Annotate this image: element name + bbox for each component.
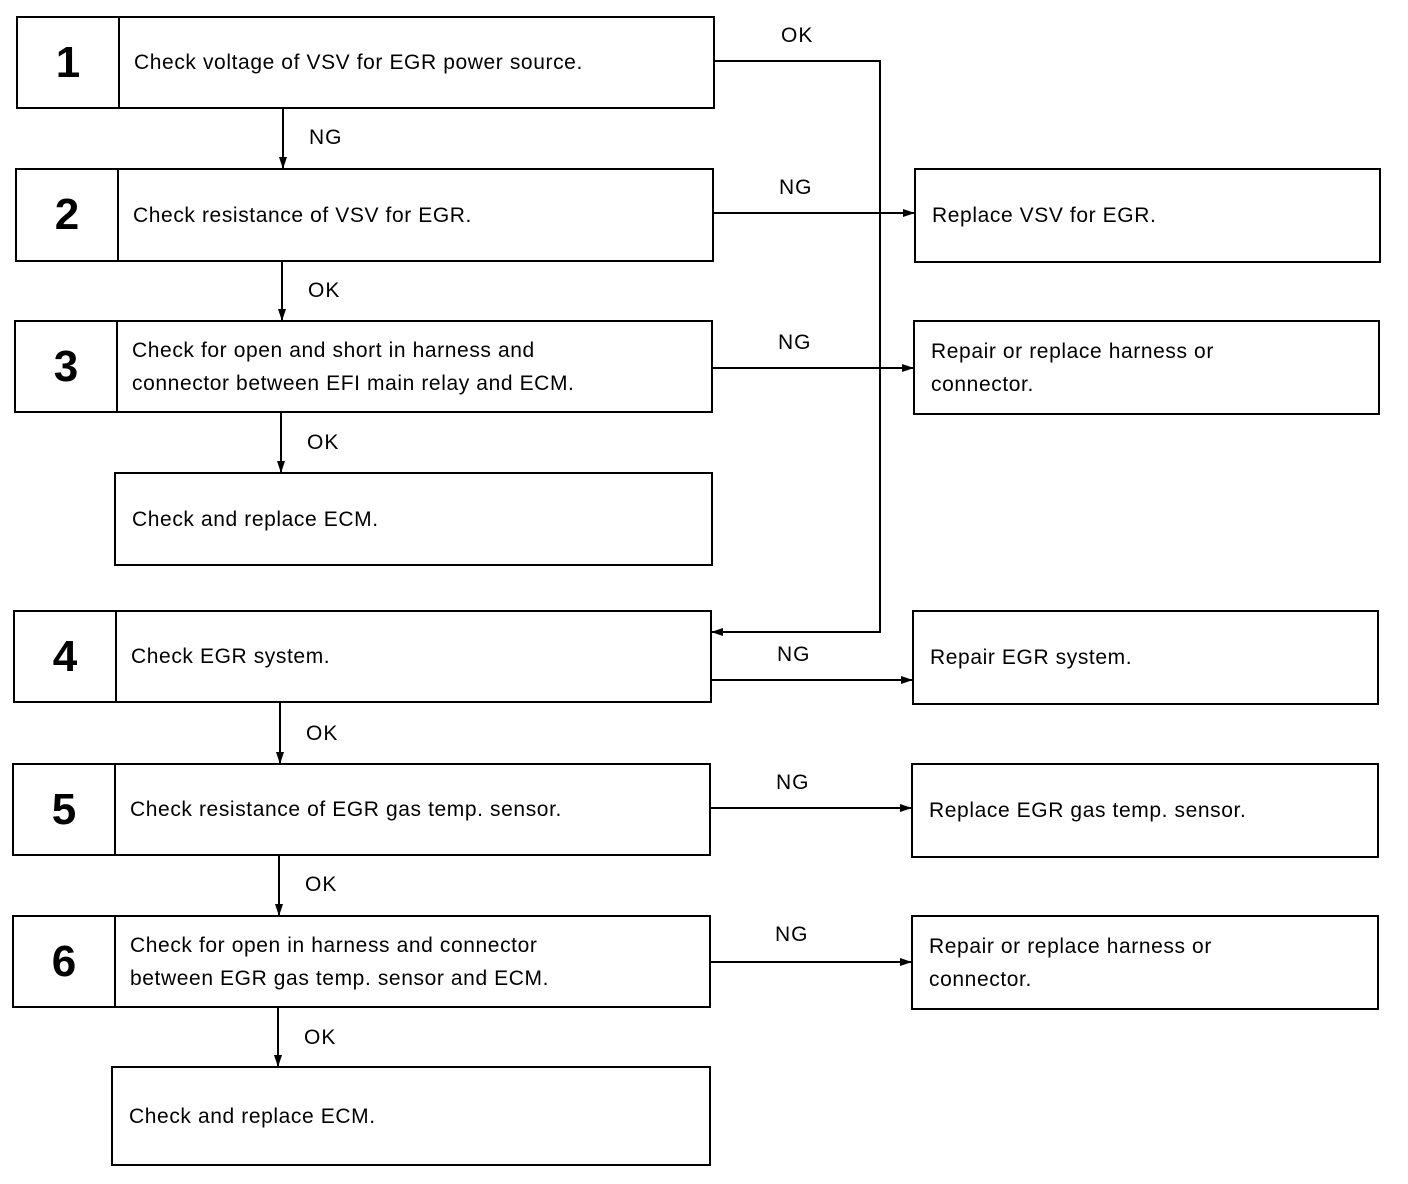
label-s4-ok: OK: [306, 722, 339, 745]
label-s4-ng: NG: [777, 643, 811, 666]
result-text: Replace EGR gas temp. sensor.: [929, 799, 1247, 822]
step-number: 4: [15, 612, 117, 701]
result-box-1: Replace VSV for EGR.: [914, 168, 1381, 263]
step-2-box: 2 Check resistance of VSV for EGR.: [15, 168, 714, 262]
label-s5-ok: OK: [305, 873, 338, 896]
step-number: 1: [18, 18, 120, 107]
result-box-5: Repair or replace harness or connector.: [911, 915, 1379, 1010]
result-text: Repair EGR system.: [930, 646, 1133, 669]
step-3-box: 3 Check for open and short in harness an…: [14, 320, 713, 413]
result-box-4: Replace EGR gas temp. sensor.: [911, 763, 1379, 858]
result-text: Repair or replace harness or connector.: [929, 934, 1212, 991]
label-s1-ng: NG: [309, 126, 343, 149]
step-4-box: 4 Check EGR system.: [13, 610, 712, 703]
label-s2-ok: OK: [308, 279, 341, 302]
result-box-2: Repair or replace harness or connector.: [913, 320, 1380, 415]
result-text: Replace VSV for EGR.: [932, 204, 1157, 227]
label-s2-ng: NG: [779, 176, 813, 199]
ecm-box-2: Check and replace ECM.: [111, 1066, 711, 1166]
result-text: Repair or replace harness or connector.: [931, 339, 1214, 396]
result-box-3: Repair EGR system.: [912, 610, 1379, 705]
step-text: Check for open and short in harness and …: [132, 338, 575, 395]
step-text: Check for open in harness and connector …: [130, 933, 550, 990]
step-number: 3: [16, 322, 118, 411]
step-5-box: 5 Check resistance of EGR gas temp. sens…: [12, 763, 711, 856]
step-6-box: 6 Check for open in harness and connecto…: [12, 915, 711, 1008]
label-s1-ok: OK: [781, 24, 814, 47]
step-number: 5: [14, 765, 116, 854]
label-s6-ng: NG: [775, 923, 809, 946]
label-s3-ok: OK: [307, 431, 340, 454]
label-s6-ok: OK: [304, 1026, 337, 1049]
step-number: 6: [14, 917, 116, 1006]
ecm-text: Check and replace ECM.: [129, 1104, 376, 1128]
step-text: Check resistance of EGR gas temp. sensor…: [130, 798, 562, 821]
ecm-box-1: Check and replace ECM.: [114, 472, 713, 566]
step-text: Check resistance of VSV for EGR.: [133, 203, 472, 227]
label-s5-ng: NG: [776, 771, 810, 794]
step-text: Check voltage of VSV for EGR power sourc…: [134, 51, 583, 74]
arrow-1-ok-to-4: [711, 60, 881, 636]
ecm-text: Check and replace ECM.: [132, 507, 379, 531]
label-s3-ng: NG: [778, 331, 812, 354]
step-number: 2: [17, 170, 119, 260]
step-text: Check EGR system.: [131, 645, 331, 668]
step-1-box: 1 Check voltage of VSV for EGR power sou…: [16, 16, 715, 109]
